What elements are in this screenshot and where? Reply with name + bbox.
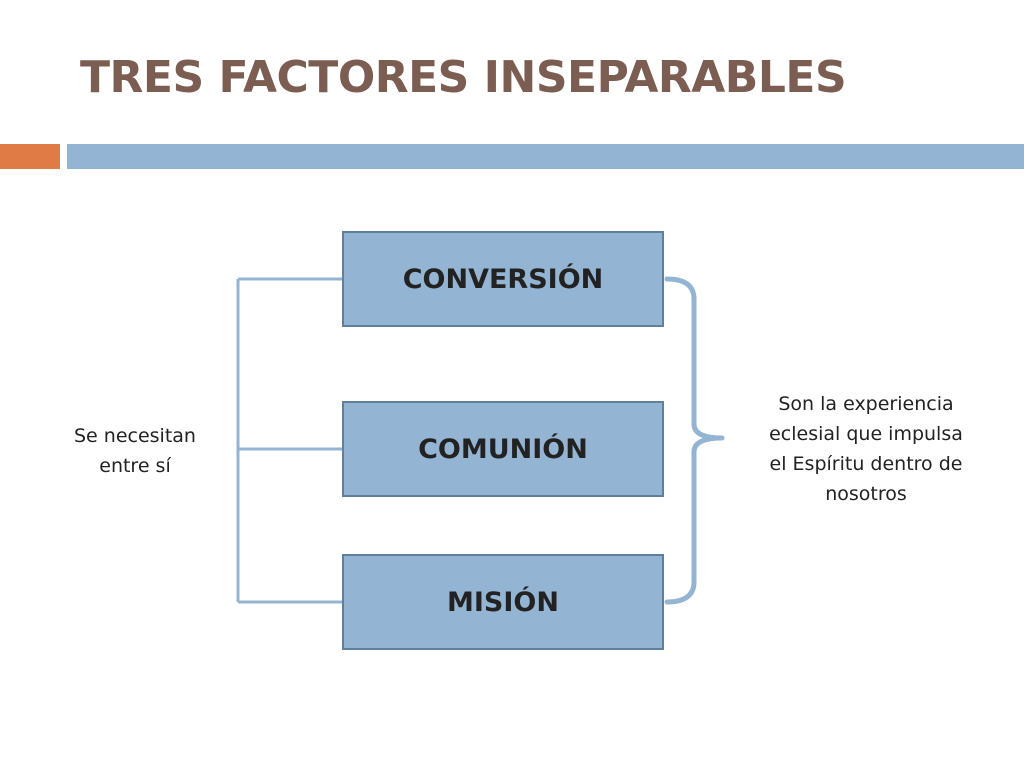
slide-title: TRES FACTORES INSEPARABLES — [80, 52, 847, 103]
factor-box-conversion: CONVERSIÓN — [342, 231, 664, 327]
accent-bar-blue — [67, 144, 1024, 169]
factor-label-comunion: COMUNIÓN — [418, 433, 588, 465]
factor-box-mision: MISIÓN — [342, 554, 664, 650]
right-brace — [664, 276, 725, 605]
factor-label-mision: MISIÓN — [447, 586, 559, 618]
left-note-line: entre sí — [99, 455, 171, 477]
factor-box-comunion: COMUNIÓN — [342, 401, 664, 497]
right-note-line: eclesial que impulsa — [769, 423, 963, 445]
factor-label-conversion: CONVERSIÓN — [402, 263, 604, 295]
right-note: Son la experiencia eclesial que impulsa … — [756, 389, 976, 509]
right-note-line: Son la experiencia — [778, 393, 954, 415]
right-note-line: nosotros — [825, 483, 907, 505]
left-note-line: Se necesitan — [74, 425, 196, 447]
right-note-line: el Espíritu dentro de — [769, 453, 963, 475]
accent-bar-orange — [0, 144, 60, 169]
left-note: Se necesitan entre sí — [60, 421, 210, 481]
